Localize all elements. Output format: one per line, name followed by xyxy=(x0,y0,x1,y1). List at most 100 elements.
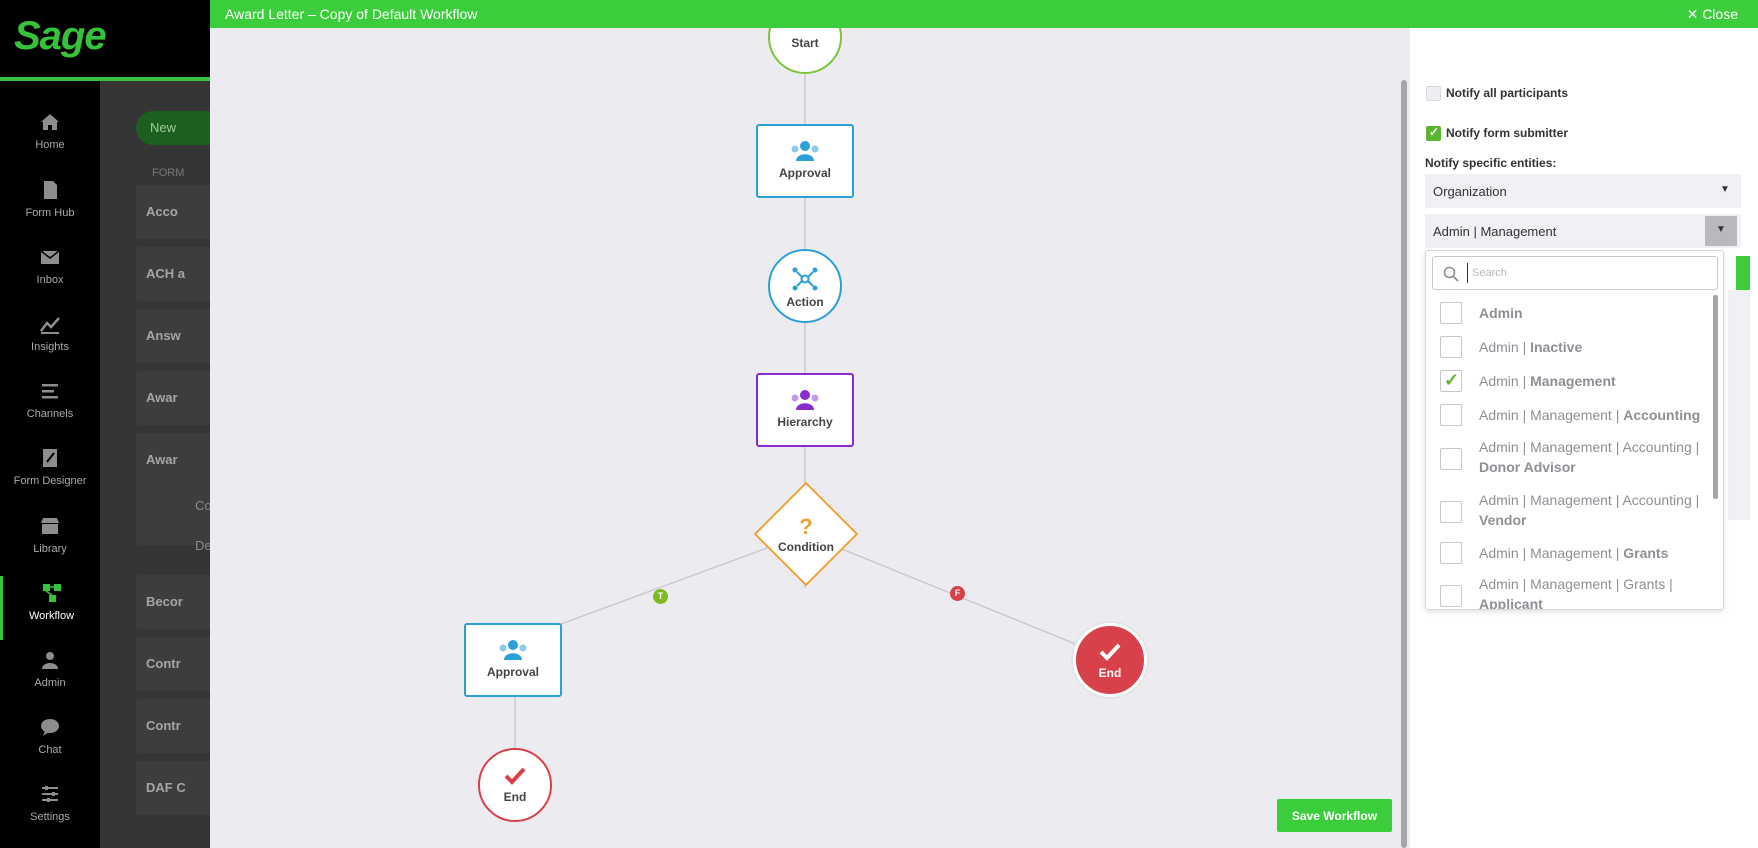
option-name: Inactive xyxy=(1530,339,1583,355)
admin-icon xyxy=(42,652,58,669)
channels-icon xyxy=(42,384,58,399)
hierarchy-node[interactable]: Hierarchy xyxy=(756,373,854,447)
nav-label: Inbox xyxy=(36,274,64,286)
nav-item-workflow[interactable]: Workflow xyxy=(0,576,100,640)
nav-item-chat[interactable]: Chat xyxy=(0,710,100,770)
option-name: Management xyxy=(1530,373,1616,389)
modal-header: Award Letter – Copy of Default Workflow … xyxy=(210,0,1758,28)
dropdown-option[interactable]: Admin | Management | Accounting xyxy=(1440,403,1700,427)
option-prefix: Admin | Management | Accounting | xyxy=(1479,439,1700,455)
nav-item-form-hub[interactable]: Form Hub xyxy=(0,173,100,233)
dropdown-option[interactable]: Admin xyxy=(1440,301,1700,325)
notify-all-checkbox[interactable] xyxy=(1426,86,1441,102)
nav-item-form-designer[interactable]: Form Designer xyxy=(0,441,100,501)
notify-all-row[interactable]: Notify all participants xyxy=(1426,86,1569,102)
notify-submitter-label: Notify form submitter xyxy=(1446,126,1569,140)
workflow-canvas[interactable]: Start Approval Action Hierarchy ? Condi xyxy=(210,28,1410,848)
chat-icon xyxy=(41,719,59,736)
entity-type-select[interactable]: Organization ▼ xyxy=(1425,174,1741,208)
nav-label: Insights xyxy=(31,341,69,353)
notify-submitter-checkbox[interactable] xyxy=(1426,125,1441,142)
background-app: New FORM Acco ACH a Answ Awar Awar Co De… xyxy=(100,81,256,848)
false-branch-badge: F xyxy=(950,586,965,601)
entity-value-select[interactable]: Admin | Management ▼ xyxy=(1425,214,1741,248)
option-prefix: Admin | xyxy=(1479,373,1531,389)
insights-icon xyxy=(40,317,60,334)
action-node[interactable]: Action xyxy=(768,249,842,323)
option-checkbox[interactable] xyxy=(1440,404,1462,426)
hierarchy-users-icon xyxy=(791,390,819,410)
entities-label: Notify specific entities: xyxy=(1425,156,1557,170)
dropdown-option[interactable]: Admin | Inactive xyxy=(1440,335,1700,359)
panel-list-area xyxy=(1728,290,1750,520)
close-button[interactable]: ✕ Close xyxy=(1686,6,1738,22)
start-label: Start xyxy=(791,36,819,50)
nav-label: Form Designer xyxy=(13,475,87,487)
end-node[interactable]: End xyxy=(1073,623,1147,697)
dropdown-option[interactable]: Admin | Management | Grants | Applicant xyxy=(1440,574,1700,610)
workflow-icon xyxy=(42,584,61,602)
true-branch-badge: T xyxy=(653,589,668,604)
dropdown-option[interactable]: Admin | Management | Grants xyxy=(1440,541,1700,565)
option-name: Donor Advisor xyxy=(1479,459,1576,475)
search-input[interactable] xyxy=(1467,263,1707,283)
nav-item-admin[interactable]: Admin xyxy=(0,643,100,703)
nav-label: Settings xyxy=(30,811,70,823)
dropdown-option[interactable]: Admin | Management | Accounting | Donor … xyxy=(1440,437,1700,479)
option-name: Vendor xyxy=(1479,512,1527,528)
option-checkbox[interactable] xyxy=(1440,302,1462,324)
entity-dropdown: Admin Admin | Inactive Admin | Managemen… xyxy=(1425,250,1724,610)
list-sub-item: De xyxy=(195,538,212,553)
dropdown-scrollbar[interactable] xyxy=(1713,295,1718,499)
save-workflow-button[interactable]: Save Workflow xyxy=(1277,799,1392,832)
chevron-down-icon[interactable]: ▼ xyxy=(1705,216,1737,246)
dropdown-option[interactable]: Admin | Management xyxy=(1440,369,1700,393)
option-checkbox[interactable] xyxy=(1440,448,1462,470)
nav-label: Home xyxy=(35,139,65,151)
approval-label: Approval xyxy=(778,166,831,180)
flag-icon xyxy=(795,28,815,32)
option-checkbox[interactable] xyxy=(1440,336,1462,358)
add-entity-button[interactable] xyxy=(1736,256,1750,290)
dropdown-option[interactable]: Admin | Management | Accounting | Vendor xyxy=(1440,490,1700,532)
entity-value: Admin | Management xyxy=(1433,224,1557,239)
action-network-icon xyxy=(792,267,818,291)
nav-label: Channels xyxy=(26,408,74,420)
notify-submitter-row[interactable]: Notify form submitter xyxy=(1426,125,1569,142)
canvas-scrollbar[interactable] xyxy=(1401,80,1407,848)
sage-logo[interactable]: Sage xyxy=(14,14,107,58)
approval-label: Approval xyxy=(486,665,539,679)
end-label: End xyxy=(503,790,527,804)
check-icon xyxy=(1099,643,1121,661)
nav-item-channels[interactable]: Channels xyxy=(0,374,100,434)
approval-node[interactable]: Approval xyxy=(464,623,562,697)
nav-item-inbox[interactable]: Inbox xyxy=(0,240,100,300)
option-checkbox[interactable] xyxy=(1440,501,1462,523)
nav-label: Workflow xyxy=(28,610,75,622)
option-checkbox[interactable] xyxy=(1440,542,1462,564)
question-icon: ? xyxy=(799,516,812,538)
nav-item-insights[interactable]: Insights xyxy=(0,307,100,367)
action-label: Action xyxy=(786,295,824,309)
approval-node[interactable]: Approval xyxy=(756,124,854,198)
option-name: Admin xyxy=(1479,305,1523,321)
nav-item-settings[interactable]: Settings xyxy=(0,777,100,837)
search-box[interactable] xyxy=(1432,256,1718,290)
settings-icon xyxy=(42,786,58,802)
end-label: End xyxy=(1098,666,1122,680)
condition-content: ? Condition xyxy=(755,516,857,554)
option-prefix: Admin | Management | xyxy=(1479,545,1624,561)
home-icon xyxy=(41,114,59,130)
nav-item-home[interactable]: Home xyxy=(0,105,100,165)
end-node[interactable]: End xyxy=(478,748,552,822)
notify-all-label: Notify all participants xyxy=(1446,86,1569,100)
option-prefix: Admin | Management | Accounting | xyxy=(1479,492,1700,508)
option-checkbox[interactable] xyxy=(1440,585,1462,607)
option-checkbox-checked[interactable] xyxy=(1440,370,1462,392)
nav-label: Form Hub xyxy=(25,207,75,219)
modal-title: Award Letter – Copy of Default Workflow xyxy=(225,6,478,22)
nav-item-library[interactable]: Library xyxy=(0,509,100,569)
condition-label: Condition xyxy=(778,540,834,554)
option-name: Applicant xyxy=(1479,596,1543,610)
form-hub-icon xyxy=(44,181,57,199)
